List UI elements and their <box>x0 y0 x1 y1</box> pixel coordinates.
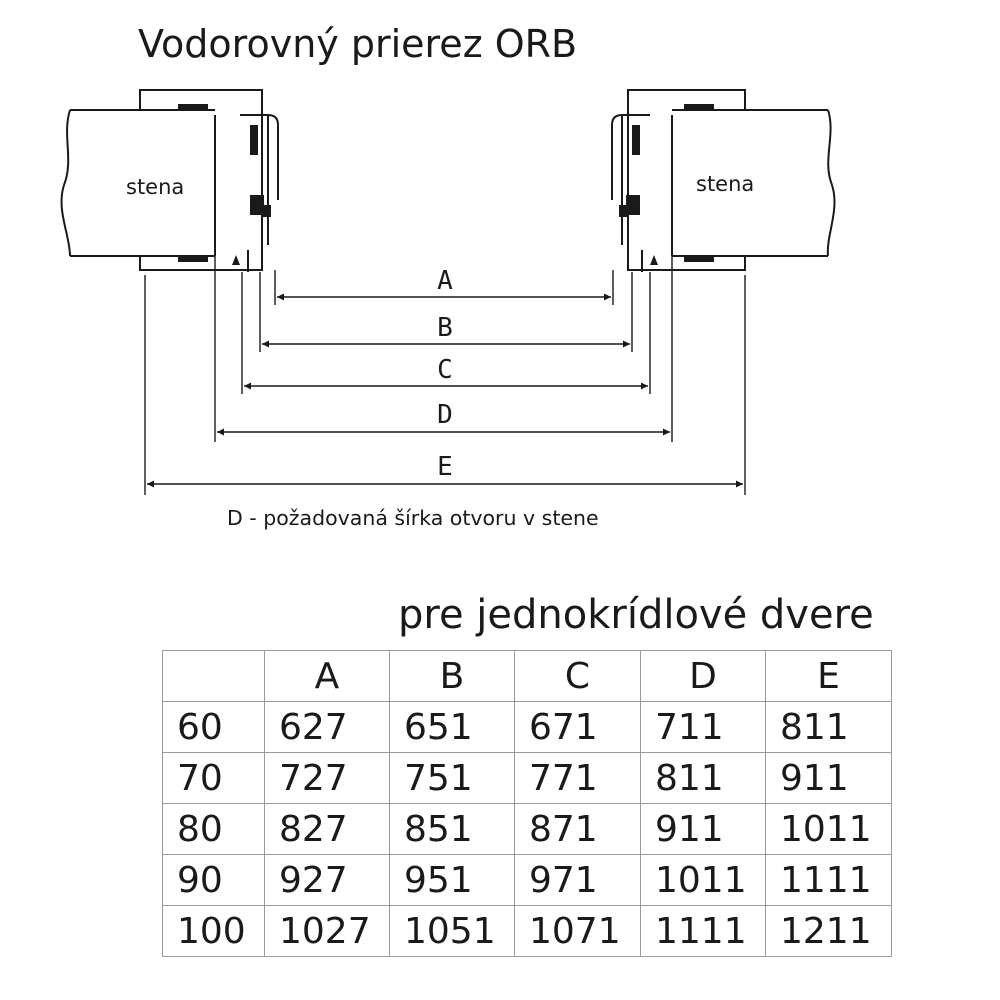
right-door-frame <box>611 89 746 272</box>
table-title: pre jednokrídlové dvere <box>398 592 874 638</box>
dimension-label-e: E <box>437 452 453 482</box>
dimension-label-d: D <box>437 400 453 430</box>
table-cell: 100 <box>162 905 265 957</box>
table-cell: 811 <box>765 701 892 753</box>
table-cell: 1011 <box>765 803 892 855</box>
table-cell: 1027 <box>264 905 390 957</box>
wall-left-label: stena <box>126 175 184 199</box>
table-cell: 90 <box>162 854 265 906</box>
table-cell: 1051 <box>389 905 515 957</box>
table-cell: 1011 <box>640 854 766 906</box>
left-door-frame <box>139 89 279 272</box>
wall-right-label: stena <box>696 172 754 196</box>
table-cell: 1211 <box>765 905 892 957</box>
table-cell: 671 <box>514 701 641 753</box>
header-cell: A <box>264 650 390 702</box>
table-cell: 80 <box>162 803 265 855</box>
header-cell <box>162 650 265 702</box>
table-cell: 971 <box>514 854 641 906</box>
table-cell: 627 <box>264 701 390 753</box>
header-cell: C <box>514 650 641 702</box>
cross-section-diagram: A B C D E stena stena D - požadovaná šír… <box>60 89 836 530</box>
dimension-table: A B C D E 60 627 651 671 711 811 70 727 … <box>162 650 892 957</box>
table-cell: 651 <box>389 701 515 753</box>
table-cell: 1111 <box>765 854 892 906</box>
table-cell: 1071 <box>514 905 641 957</box>
header-cell: E <box>765 650 892 702</box>
table-cell: 911 <box>640 803 766 855</box>
table-cell: 827 <box>264 803 390 855</box>
diagram-caption: D - požadovaná šírka otvoru v stene <box>227 506 599 530</box>
dimension-label-c: C <box>437 355 453 385</box>
table-row: 60 627 651 671 711 811 <box>162 701 892 753</box>
table-cell: 70 <box>162 752 265 804</box>
table-cell: 771 <box>514 752 641 804</box>
dimension-lines <box>147 293 743 488</box>
table-cell: 751 <box>389 752 515 804</box>
table-row: 100 1027 1051 1071 1111 1211 <box>162 905 892 957</box>
table-cell: 871 <box>514 803 641 855</box>
table-cell: 851 <box>389 803 515 855</box>
table-cell: 727 <box>264 752 390 804</box>
table-row: 80 827 851 871 911 1011 <box>162 803 892 855</box>
table-cell: 951 <box>389 854 515 906</box>
header-cell: D <box>640 650 766 702</box>
table-row: 90 927 951 971 1011 1111 <box>162 854 892 906</box>
dimension-label-a: A <box>437 266 453 296</box>
header-cell: B <box>389 650 515 702</box>
table-cell: 711 <box>640 701 766 753</box>
table-cell: 927 <box>264 854 390 906</box>
table-cell: 911 <box>765 752 892 804</box>
table-row: 70 727 751 771 811 911 <box>162 752 892 804</box>
extension-lines <box>144 256 746 495</box>
page-title: Vodorovný prierez ORB <box>138 22 578 66</box>
table-cell: 60 <box>162 701 265 753</box>
table-header-row: A B C D E <box>162 650 892 702</box>
table-cell: 1111 <box>640 905 766 957</box>
dimension-label-b: B <box>437 313 453 343</box>
table-cell: 811 <box>640 752 766 804</box>
